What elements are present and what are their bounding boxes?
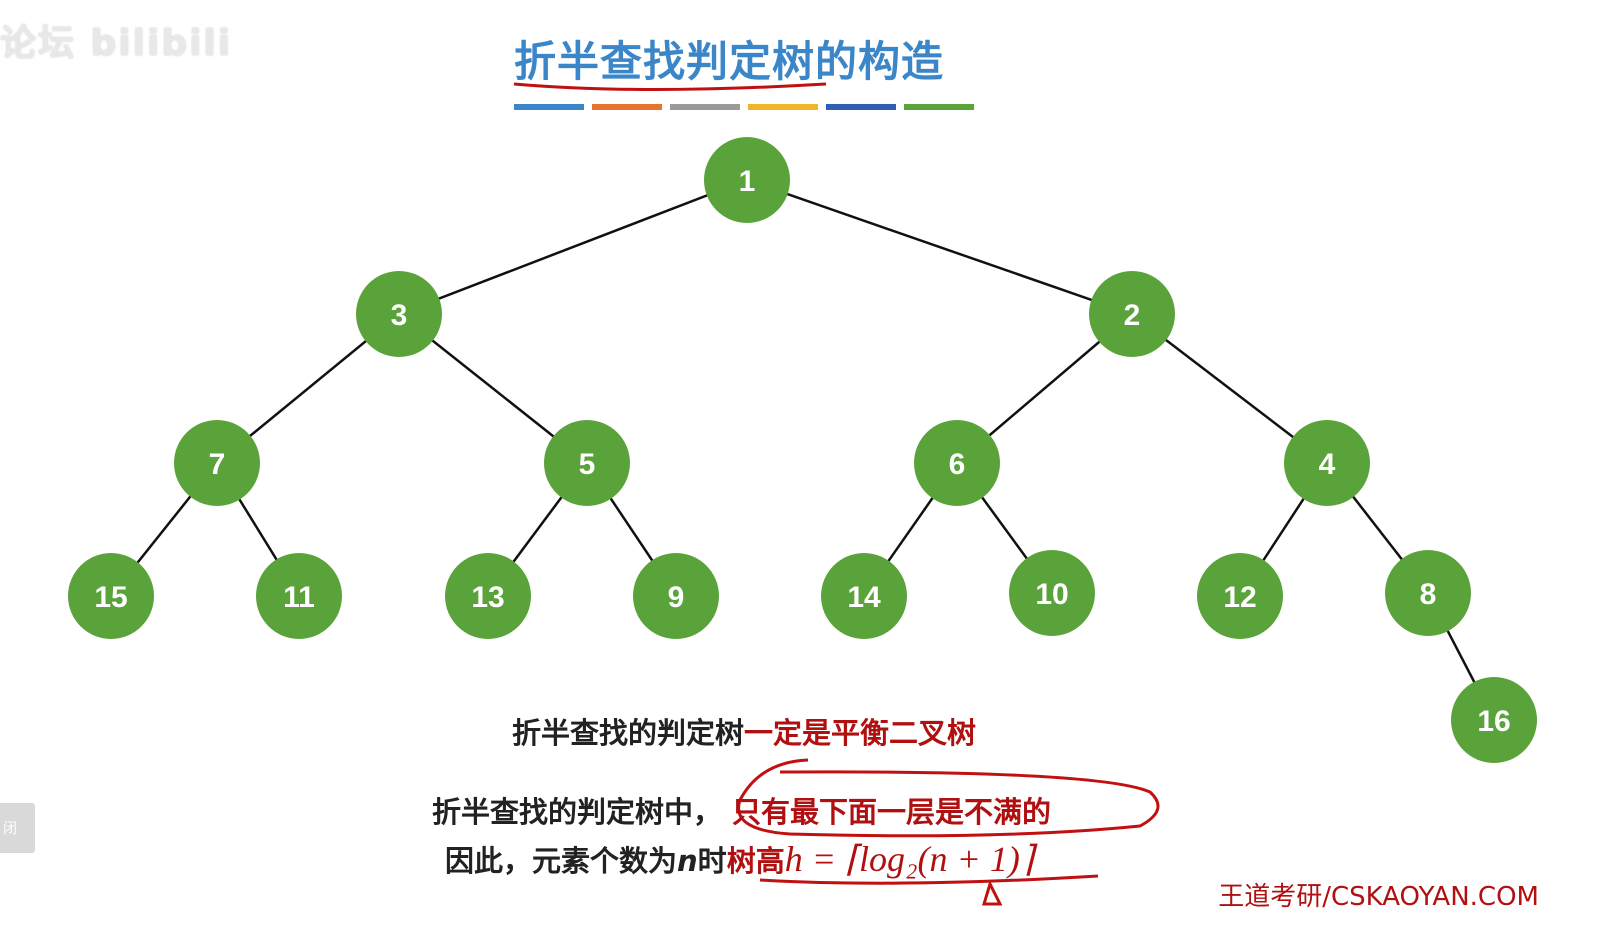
tree-node-11: 11 <box>256 553 342 639</box>
node-circle <box>1284 420 1370 506</box>
color-bar <box>904 104 974 110</box>
node-circle <box>821 553 907 639</box>
tree-node-8: 8 <box>1385 550 1471 636</box>
variable-n: n <box>677 844 698 878</box>
tree-node-14: 14 <box>821 553 907 639</box>
statement-highlight: 一定是平衡二叉树 <box>744 716 977 750</box>
statement-text: 折半查找的判定树中， <box>432 795 723 829</box>
annotation-underline-title <box>513 82 827 91</box>
tree-node-5: 5 <box>544 420 630 506</box>
statement-balanced: 折半查找的判定树一定是平衡二叉树 <box>512 710 976 752</box>
node-label: 9 <box>668 581 685 614</box>
node-label: 4 <box>1319 448 1336 481</box>
statement-height: 因此，元素个数为n时树高h = ⌈log₂(n + 1)⌉ <box>445 838 1034 880</box>
annotation-circle <box>737 758 1160 838</box>
node-label: 6 <box>949 448 966 481</box>
node-circle <box>544 420 630 506</box>
color-bar <box>826 104 896 110</box>
annotation-arrow-icon <box>981 879 1003 906</box>
tree-edge <box>398 178 748 316</box>
statement-last-level: 折半查找的判定树中， 只有最下面一层是不满的 <box>432 789 1051 831</box>
statement-text: 时 <box>697 844 727 878</box>
node-circle <box>1009 550 1095 636</box>
color-bar <box>670 104 740 110</box>
page-title: 折半查找判定树的构造 <box>514 37 945 86</box>
tree-node-1: 1 <box>704 137 790 223</box>
tree-node-6: 6 <box>914 420 1000 506</box>
node-circle <box>1197 553 1283 639</box>
tree-node-13: 13 <box>445 553 531 639</box>
tree-node-16: 16 <box>1451 677 1537 763</box>
tree-node-12: 12 <box>1197 553 1283 639</box>
tree-node-15: 15 <box>68 553 154 639</box>
color-bar <box>592 104 662 110</box>
tree-node-4: 4 <box>1284 420 1370 506</box>
node-circle <box>1089 271 1175 357</box>
node-circle <box>356 271 442 357</box>
color-bars <box>514 104 974 110</box>
statement-text: 折半查找的判定树 <box>512 716 745 750</box>
close-button[interactable]: 闭 <box>0 803 35 853</box>
tree-node-3: 3 <box>356 271 442 357</box>
node-label: 8 <box>1420 578 1437 611</box>
tree-node-7: 7 <box>174 420 260 506</box>
tree-node-9: 9 <box>633 553 719 639</box>
height-formula: h = ⌈log₂(n + 1)⌉ <box>784 839 1034 879</box>
node-label: 2 <box>1124 299 1141 332</box>
node-label: 5 <box>579 448 596 481</box>
watermark: 论坛 bilibili <box>0 23 233 64</box>
footer-brand: 王道考研/CSKAOYAN.COM <box>1218 882 1539 912</box>
tree-node-2: 2 <box>1089 271 1175 357</box>
statement-highlight: 只有最下面一层是不满的 <box>732 795 1052 829</box>
node-label: 1 <box>739 165 756 198</box>
node-label: 13 <box>471 581 504 614</box>
color-bar <box>748 104 818 110</box>
tree-node-10: 10 <box>1009 550 1095 636</box>
node-circle <box>445 553 531 639</box>
node-circle <box>914 420 1000 506</box>
node-circle <box>256 553 342 639</box>
node-circle <box>174 420 260 506</box>
node-circle <box>633 553 719 639</box>
node-circle <box>68 553 154 639</box>
node-label: 3 <box>391 299 408 332</box>
node-label: 10 <box>1035 578 1068 611</box>
node-label: 12 <box>1223 581 1256 614</box>
node-label: 15 <box>94 581 127 614</box>
node-label: 11 <box>283 581 315 614</box>
node-circle <box>1451 677 1537 763</box>
node-circle <box>704 137 790 223</box>
color-bar <box>514 104 584 110</box>
node-label: 14 <box>847 581 881 614</box>
statement-text: 因此，元素个数为 <box>445 844 678 878</box>
statement-highlight: 树高 <box>726 844 785 878</box>
node-label: 7 <box>209 448 226 481</box>
node-circle <box>1385 550 1471 636</box>
annotation-underline-formula <box>759 874 1099 885</box>
node-label: 16 <box>1477 705 1510 738</box>
tree-edge <box>746 178 1133 316</box>
